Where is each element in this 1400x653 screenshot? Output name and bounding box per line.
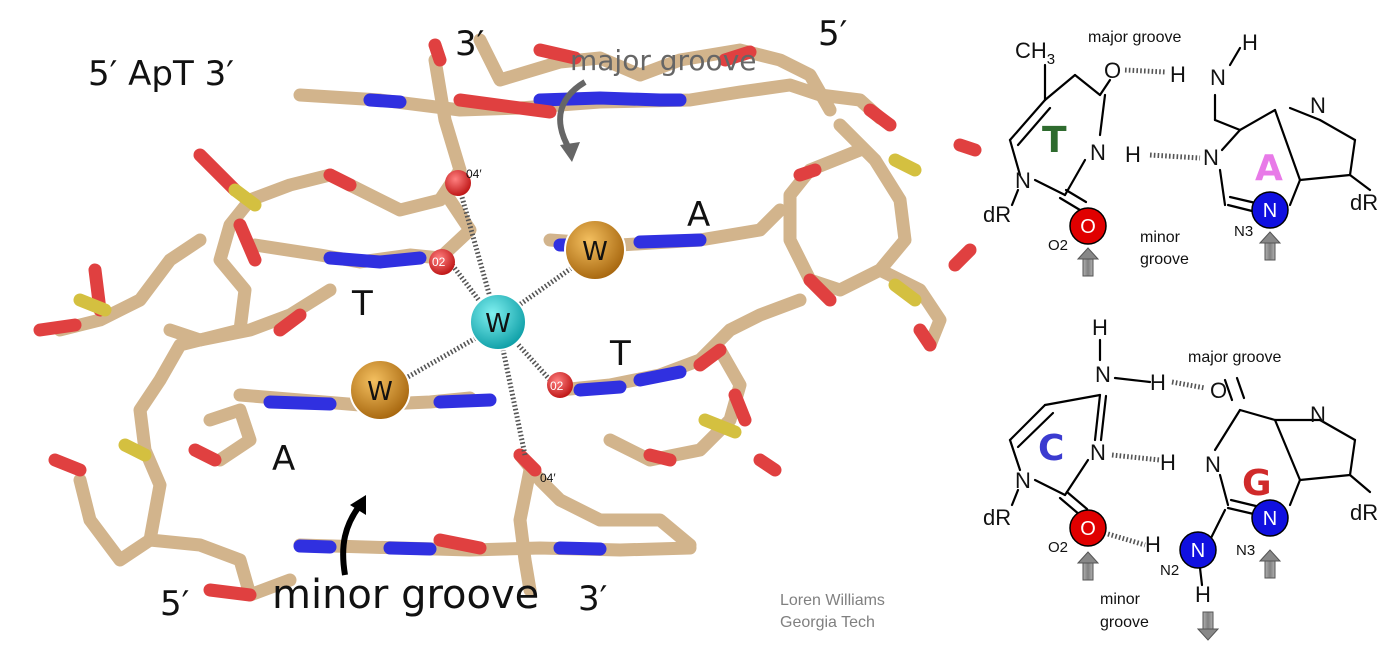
cg-base-g: G (1242, 463, 1272, 504)
ta-o2-sphere: O (1069, 207, 1107, 245)
ta-n-ring: N (1310, 93, 1326, 118)
ta-hbond-2 (1149, 152, 1201, 161)
ta-minor-2: groove (1140, 251, 1189, 268)
svg-text:N: N (1191, 540, 1205, 562)
cg-n2-tag: N2 (1160, 562, 1179, 579)
minor-groove-label: minor groove (272, 572, 539, 618)
cytosine-ring (1008, 338, 1152, 517)
ta-base-t: T (1042, 120, 1067, 161)
cg-arrow-o2 (1076, 551, 1100, 581)
cg-pair-diagram: H N H major groove O N H N N N dR dR H H… (983, 315, 1378, 641)
water-central: W (469, 293, 527, 351)
cg-n1-c: N (1015, 468, 1031, 493)
cg-base-c: C (1038, 428, 1064, 469)
end-label-bottom-5prime: 5′ (160, 584, 189, 624)
o2-upper-label: 02 (432, 255, 446, 269)
cg-n1-g: N (1205, 452, 1221, 477)
cg-arrow-h-down (1196, 611, 1220, 641)
stick-model: W W W 04′ 02 02 04′ 5′ ApT 3′ 3′ 5′ 5′ 3… (33, 14, 982, 631)
guanine-ring (1198, 376, 1372, 587)
o2-upper-atom (429, 249, 455, 275)
cg-o2-sphere: O (1069, 509, 1107, 547)
water-upper: W (564, 219, 626, 281)
ta-methyl: CH3 (1015, 38, 1055, 68)
major-groove-arrowhead (560, 142, 580, 162)
svg-text:O: O (1080, 518, 1096, 540)
end-label-top-5prime: 5′ (818, 14, 847, 54)
cg-minor-1: minor (1100, 591, 1141, 608)
ta-major-groove: major groove (1088, 29, 1181, 46)
cg-h-n2: H (1145, 532, 1161, 557)
cg-arrow-n3 (1258, 549, 1282, 579)
cg-major-groove: major groove (1188, 349, 1281, 366)
ta-dr-left: dR (983, 202, 1011, 227)
minor-groove-arrow (340, 503, 363, 576)
o2-lower-label: 02 (550, 379, 564, 393)
cg-n3-sphere: N (1251, 499, 1289, 537)
svg-text:O: O (1080, 216, 1096, 238)
cg-hbond-1 (1171, 379, 1206, 391)
credit-institution: Georgia Tech (780, 614, 875, 631)
ta-n3-tag: N3 (1234, 223, 1253, 240)
cg-n2-sphere: N (1179, 531, 1217, 569)
svg-text:N: N (1263, 200, 1277, 222)
ta-n-A: N (1203, 145, 1219, 170)
cg-hbond-3 (1107, 531, 1146, 548)
thymine-ring (1008, 63, 1112, 212)
ta-o-top: O (1104, 58, 1121, 83)
svg-text:W: W (367, 377, 393, 407)
cg-minor-2: groove (1100, 614, 1149, 631)
cg-h-amine: H (1150, 370, 1166, 395)
major-groove-arrow (557, 79, 587, 152)
ta-minor-1: minor (1140, 229, 1181, 246)
cg-n3-c: N (1090, 440, 1106, 465)
ta-o2-tag: O2 (1048, 237, 1068, 254)
end-label-bottom-3prime: 3′ (578, 579, 607, 619)
ta-n3-sphere: N (1251, 191, 1289, 229)
o4-top-atom (445, 170, 471, 196)
base-label-lower-a: A (272, 439, 295, 479)
cg-o-top: O (1210, 378, 1227, 403)
minor-groove-arrowhead (350, 495, 366, 515)
base-label-upper-t: T (351, 284, 373, 324)
cg-h-top: H (1092, 315, 1108, 340)
ta-n-a: N (1210, 65, 1226, 90)
major-groove-label: major groove (570, 44, 756, 77)
adenine-ring (1213, 46, 1372, 215)
credit-name: Loren Williams (780, 592, 885, 609)
ta-dr-right: dR (1350, 190, 1378, 215)
water-lower: W (349, 359, 411, 421)
cg-o2-tag: O2 (1048, 539, 1068, 556)
ta-arrow-n3 (1258, 231, 1282, 261)
svg-text:W: W (582, 237, 608, 267)
base-label-upper-a: A (687, 195, 710, 235)
cg-n-ring: N (1310, 402, 1326, 427)
svg-text:N: N (1263, 508, 1277, 530)
ta-arrow-o2 (1076, 247, 1100, 277)
ta-n1-t: N (1015, 168, 1031, 193)
ta-h-top: H (1242, 30, 1258, 55)
base-label-lower-t: T (609, 334, 631, 374)
phosphorus-sticks (73, 153, 922, 462)
ta-hbond-1 (1124, 67, 1166, 75)
o4-top-label: 04′ (466, 167, 482, 181)
sequence-title: 5′ ApT 3′ (88, 54, 234, 94)
cg-dr-right: dR (1350, 500, 1378, 525)
ta-h-b: H (1125, 142, 1141, 167)
ta-base-a: A (1255, 148, 1283, 189)
cg-h-bottom: H (1195, 582, 1211, 607)
o2-lower-atom (547, 372, 573, 398)
cg-n-amine: N (1095, 362, 1111, 387)
cg-n3-tag: N3 (1236, 542, 1255, 559)
end-label-top-3prime: 3′ (455, 24, 484, 64)
ta-pair-diagram: CH3 major groove O H N H N H N N N dR dR… (983, 29, 1378, 277)
o4-bottom-label: 04′ (540, 471, 556, 485)
svg-text:W: W (485, 309, 511, 339)
cg-dr-left: dR (983, 505, 1011, 530)
cg-h-mid: H (1160, 450, 1176, 475)
ta-n-t: N (1090, 140, 1106, 165)
cg-hbond-2 (1111, 452, 1161, 463)
ta-h-a: H (1170, 62, 1186, 87)
